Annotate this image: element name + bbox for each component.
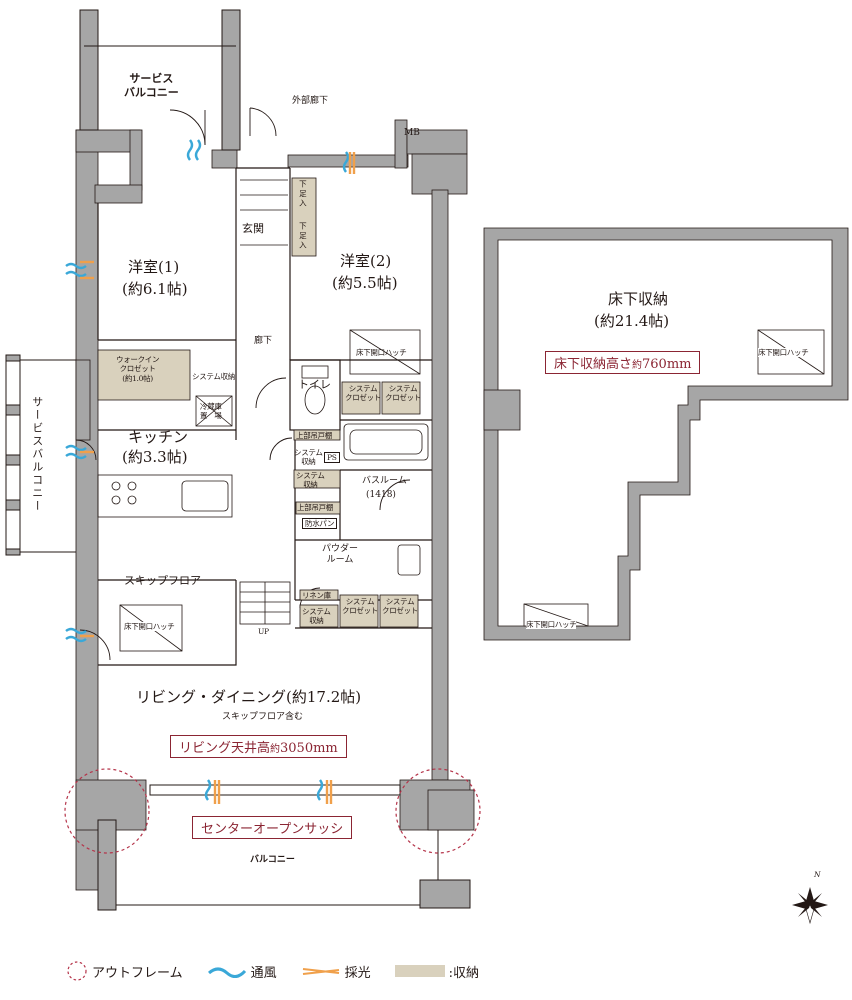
- daylight-icon: [302, 968, 339, 975]
- system-storage-4-label: システム 収納: [302, 607, 331, 626]
- balcony-label: バルコニー: [250, 855, 295, 865]
- underfloor-height-value: 760mm: [642, 357, 692, 372]
- living-ceiling-prefix: 約: [270, 744, 281, 755]
- legend-outframe-label: アウトフレーム: [92, 965, 183, 981]
- service-balcony-left-label: サービスバルコニー: [30, 396, 44, 513]
- upper-cabinet-1-label: 上部吊戸棚: [296, 431, 332, 440]
- system-storage-2-label: システム 収納: [294, 448, 323, 467]
- western-room-1-label: 洋室(1): [128, 258, 180, 276]
- underfloor-height-text: 床下収納高さ: [554, 357, 633, 372]
- hatch-western-2-label: 床下開口ハッチ: [356, 348, 407, 357]
- system-closet-b-label: システム クロゼット: [385, 384, 421, 403]
- system-storage-1-label: システム収納: [192, 372, 235, 381]
- legend-outframe: アウトフレーム: [66, 960, 183, 982]
- legend-ventilation-label: 通風: [250, 965, 277, 981]
- living-ceiling-badge: リビング天井高約3050mm: [170, 735, 347, 758]
- living-note-label: スキップフロア含む: [222, 712, 304, 722]
- shoe-cabinet-1-label: 下足入: [298, 180, 308, 209]
- genkan-label: 玄関: [242, 222, 264, 235]
- system-closet-c-label: システム クロゼット: [342, 597, 378, 616]
- compass-north-label: N: [814, 870, 821, 879]
- living-dining-label: リビング・ダイニング(約17.2帖): [136, 688, 362, 706]
- system-closet-d-label: システム クロゼット: [382, 597, 418, 616]
- outframe-circle-icon: [67, 961, 87, 981]
- storage-swatch-icon: [394, 965, 445, 977]
- kitchen-label: キッチン: [128, 428, 189, 446]
- storage-boxes: [97, 177, 421, 628]
- legend-storage-label: :収納: [448, 965, 480, 981]
- western-room-2-label: 洋室(2): [340, 252, 392, 270]
- legend: アウトフレーム 通風 採光 :収納: [66, 958, 493, 984]
- legend-daylight: 採光: [301, 962, 371, 981]
- compass-icon: [792, 887, 828, 925]
- service-balcony-left: [5, 354, 76, 556]
- mb-label: MB: [404, 128, 420, 138]
- underfloor-height-prefix: 約: [632, 360, 643, 371]
- shoe-cabinet-2-label: 下足入: [298, 222, 308, 251]
- outframe-markers: [64, 768, 481, 854]
- skip-floor-stairs: [239, 581, 291, 625]
- wind-wave-icon: [207, 967, 246, 978]
- main-walls: [75, 119, 475, 891]
- system-closet-a-label: システム クロゼット: [345, 384, 381, 403]
- western-room-1-size: (約6.1帖): [122, 280, 188, 298]
- underfloor-storage-label: 床下収納: [608, 290, 669, 308]
- up-label: UP: [258, 627, 269, 636]
- waterproof-pan-label: 防水パン: [302, 518, 338, 530]
- bathroom-label: バスルーム: [362, 476, 407, 486]
- outer-corridor-label: 外部廊下: [292, 96, 329, 106]
- system-storage-3-label: システム 収納: [296, 471, 325, 490]
- service-balcony-top: [79, 9, 241, 151]
- hatch-underfloor-2-label: 床下開口ハッチ: [526, 620, 577, 630]
- balcony-outline: [97, 784, 471, 911]
- bathroom-size: (1418): [366, 490, 396, 500]
- upper-cabinet-2-label: 上部吊戸棚: [297, 503, 333, 512]
- underfloor-height-badge: 床下収納高さ約760mm: [545, 351, 701, 374]
- legend-daylight-label: 採光: [344, 965, 371, 981]
- walkin-closet-label: ウォークイン クロゼット (約1.0帖): [116, 355, 160, 383]
- legend-ventilation: 通風: [207, 962, 277, 981]
- western-room-2-size: (約5.5帖): [332, 274, 398, 292]
- ventilation-arrows: [65, 139, 356, 804]
- kitchen-size: (約3.3帖): [122, 448, 188, 466]
- ps-label: PS: [324, 452, 340, 464]
- living-ceiling-value: 3050mm: [280, 741, 338, 756]
- toilet-label: トイレ: [298, 378, 331, 391]
- legend-storage: :収納: [394, 962, 480, 981]
- powder-room-label: パウダー ルーム: [322, 544, 359, 566]
- center-sash-badge: センターオープンサッシ: [192, 816, 353, 839]
- underfloor-storage-size: (約21.4帖): [594, 312, 670, 330]
- hatch-underfloor-1-label: 床下開口ハッチ: [758, 348, 809, 358]
- skip-floor-label: スキップフロア: [124, 574, 201, 587]
- service-balcony-top-label: サービス バルコニー: [124, 72, 179, 99]
- living-ceiling-text: リビング天井高: [179, 741, 271, 756]
- fixtures: [97, 329, 429, 796]
- hallway-label: 廊下: [254, 336, 273, 346]
- fridge-space-label: 冷蔵庫 置 場: [200, 402, 222, 421]
- hatch-skip-floor-label: 床下開口ハッチ: [124, 622, 175, 632]
- genkan-steps: [240, 179, 288, 246]
- linen-cabinet-label: リネン庫: [302, 591, 331, 600]
